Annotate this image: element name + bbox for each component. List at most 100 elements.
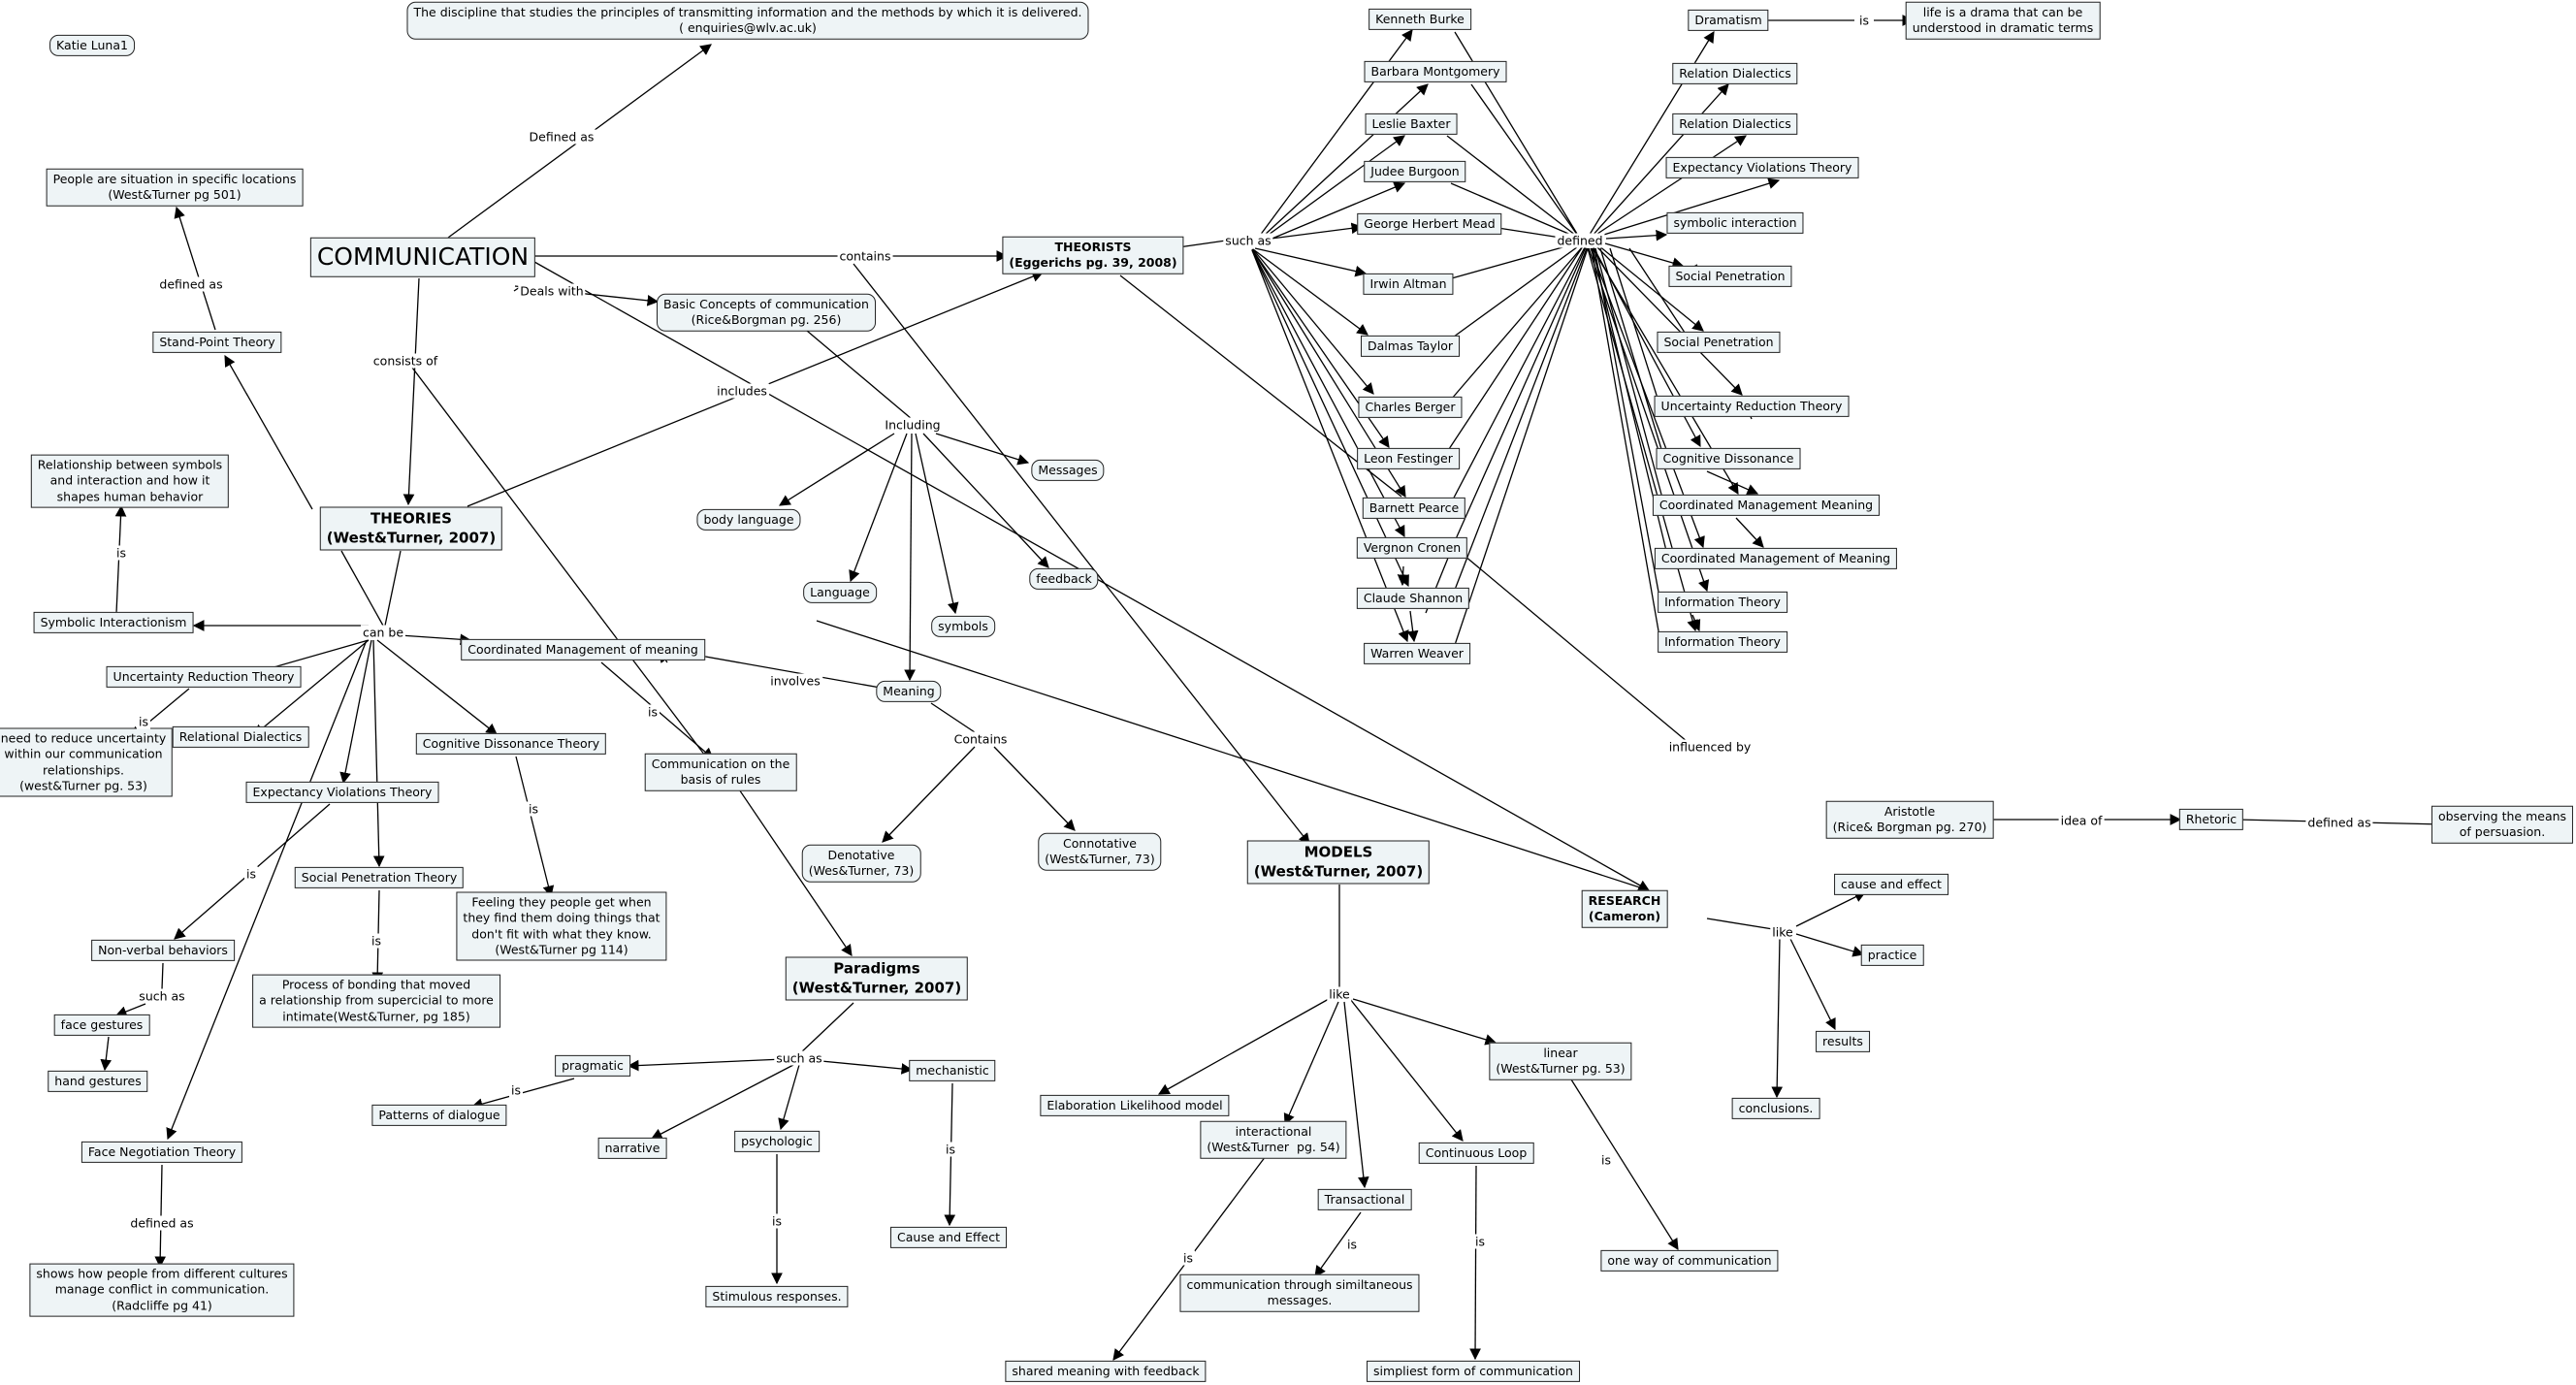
coordinated-management-node[interactable]: Coordinated Management of meaning (461, 638, 705, 661)
continuous-loop-node[interactable]: Continuous Loop (1418, 1142, 1534, 1165)
connector-line (779, 433, 895, 506)
denotative-node[interactable]: Denotative (Wes&Turner, 73) (801, 844, 921, 883)
theory-information-2[interactable]: Information Theory (1658, 630, 1787, 654)
persuasion-node[interactable]: observing the means of persuasion. (2431, 805, 2574, 844)
simplest-form-node[interactable]: simpliest form of communication (1367, 1360, 1580, 1383)
face-negotiation-node[interactable]: Face Negotiation Theory (80, 1141, 243, 1164)
bonding-node[interactable]: Process of bonding that moved a relation… (252, 974, 500, 1028)
theorist-pearce[interactable]: Barnett Pearce (1362, 497, 1466, 520)
theorist-shannon[interactable]: Claude Shannon (1356, 587, 1470, 610)
face-gestures-node[interactable]: face gestures (53, 1014, 150, 1037)
connector-line (384, 550, 402, 627)
practice-node[interactable]: practice (1860, 944, 1924, 967)
communication-rules-node[interactable]: Communication on the basis of rules (644, 753, 797, 791)
connector-line (1406, 610, 1419, 643)
theory-information-1[interactable]: Information Theory (1658, 591, 1787, 614)
link-label: Deals with (518, 283, 586, 299)
theorist-montgomery[interactable]: Barbara Montgomery (1364, 60, 1507, 83)
connotative-node[interactable]: Connotative (West&Turner, 73) (1038, 832, 1162, 871)
nonverbal-behaviors-node[interactable]: Non-verbal behaviors (91, 939, 235, 962)
theory-relation-dialectics-2[interactable]: Relation Dialectics (1672, 113, 1798, 136)
meaning-node[interactable]: Meaning (876, 680, 942, 703)
theory-social-penetration-1[interactable]: Social Penetration (1668, 265, 1792, 288)
connector-line (1314, 1211, 1362, 1277)
social-penetration-node[interactable]: Social Penetration Theory (294, 866, 465, 889)
hand-gestures-node[interactable]: hand gestures (48, 1070, 148, 1093)
theorist-festinger[interactable]: Leon Festinger (1357, 447, 1460, 470)
standpoint-theory-node[interactable]: Stand-Point Theory (152, 331, 282, 354)
connector-line (1735, 517, 1764, 548)
theory-relation-dialectics-1[interactable]: Relation Dialectics (1672, 62, 1798, 85)
linear-node[interactable]: linear (West&Turner pg. 53) (1489, 1042, 1632, 1080)
relational-dialectics-node[interactable]: Relational Dialectics (172, 725, 309, 749)
dramatism-definition[interactable]: life is a drama that can be understood i… (1905, 1, 2101, 40)
theorist-cronen[interactable]: Vergnon Cronen (1356, 536, 1468, 560)
transactional-node[interactable]: Transactional (1317, 1188, 1412, 1211)
theorist-mead[interactable]: George Herbert Mead (1357, 212, 1502, 236)
elaboration-likelihood-node[interactable]: Elaboration Likelihood model (1040, 1094, 1230, 1117)
theorist-weaver[interactable]: Warren Weaver (1364, 642, 1470, 665)
pragmatic-node[interactable]: pragmatic (555, 1054, 630, 1078)
messages-node[interactable]: Messages (1031, 459, 1105, 482)
theorist-altman[interactable]: Irwin Altman (1363, 273, 1454, 296)
narrative-node[interactable]: narrative (597, 1137, 667, 1160)
connector-line (993, 746, 1076, 831)
shows-how-node[interactable]: shows how people from different cultures… (29, 1263, 295, 1317)
basic-concepts-node[interactable]: Basic Concepts of communication (Rice&Bo… (657, 293, 876, 332)
need-reduce-uncertainty-node[interactable]: need to reduce uncertainty within our co… (0, 727, 174, 797)
feedback-node[interactable]: feedback (1029, 567, 1099, 591)
connector-line (915, 433, 959, 615)
psychologic-node[interactable]: psychologic (734, 1130, 820, 1153)
one-way-node[interactable]: one way of communication (1600, 1249, 1779, 1272)
theory-social-penetration-2[interactable]: Social Penetration (1657, 331, 1781, 354)
body-language-node[interactable]: body language (696, 508, 801, 531)
theorist-burgoon[interactable]: Judee Burgoon (1364, 160, 1466, 183)
connector-line (174, 206, 216, 331)
author-label[interactable]: Katie Luna1 (49, 34, 135, 57)
connector-line (1283, 1001, 1339, 1126)
feeling-node[interactable]: Feeling they people get when they find t… (456, 891, 667, 961)
paradigms-node[interactable]: Paradigms (West&Turner, 2007) (785, 956, 969, 1001)
cognitive-dissonance-node[interactable]: Cognitive Dissonance Theory (415, 732, 607, 756)
patterns-dialogue-node[interactable]: Patterns of dialogue (371, 1104, 507, 1127)
connector-line (650, 1064, 794, 1140)
symbols-node[interactable]: symbols (931, 615, 995, 638)
definition-node[interactable]: The discipline that studies the principl… (406, 1, 1089, 40)
relationship-symbols-node[interactable]: Relationship between symbols and interac… (30, 454, 230, 508)
stimulous-node[interactable]: Stimulous responses. (705, 1285, 849, 1308)
theory-cognitive-dissonance[interactable]: Cognitive Dissonance (1656, 447, 1801, 470)
theorist-baxter[interactable]: Leslie Baxter (1365, 113, 1458, 136)
connector-line (666, 649, 903, 692)
uncertainty-reduction-node[interactable]: Uncertainty Reduction Theory (106, 665, 302, 689)
rhetoric-node[interactable]: Rhetoric (2178, 808, 2244, 831)
cause-effect-node[interactable]: Cause and Effect (890, 1226, 1007, 1249)
link-label: is (770, 1213, 784, 1229)
mechanistic-node[interactable]: mechanistic (909, 1059, 996, 1082)
theory-cmm-2[interactable]: Coordinated Management of Meaning (1654, 547, 1898, 570)
communication-root-node[interactable]: COMMUNICATION (309, 237, 536, 277)
theorists-node[interactable]: THEORISTS (Eggerichs pg. 39, 2008) (1002, 236, 1184, 274)
results-node[interactable]: results (1816, 1030, 1870, 1053)
models-node[interactable]: MODELS (West&Turner, 2007) (1246, 840, 1431, 885)
conclusions-node[interactable]: conclusions. (1731, 1097, 1820, 1120)
theory-cmm-1[interactable]: Coordinated Management Meaning (1652, 494, 1881, 517)
theory-uncertainty-reduction[interactable]: Uncertainty Reduction Theory (1654, 395, 1850, 418)
simultaneous-node[interactable]: communication through similtaneous messa… (1179, 1273, 1420, 1312)
symbolic-interactionism-node[interactable]: Symbolic Interactionism (33, 611, 194, 634)
shared-meaning-node[interactable]: shared meaning with feedback (1005, 1360, 1207, 1383)
theories-node[interactable]: THEORIES (West&Turner, 2007) (319, 506, 503, 551)
aristotle-node[interactable]: Aristotle (Rice& Borgman pg. 270) (1825, 800, 1994, 839)
theory-symbolic-interaction[interactable]: symbolic interaction (1666, 211, 1804, 235)
research-cause-effect-node[interactable]: cause and effect (1834, 873, 1948, 896)
situation-node[interactable]: People are situation in specific locatio… (46, 168, 304, 207)
theorist-berger[interactable]: Charles Berger (1358, 396, 1463, 419)
theorist-taylor[interactable]: Dalmas Taylor (1361, 335, 1460, 358)
expectancy-violations-node[interactable]: Expectancy Violations Theory (245, 781, 439, 804)
language-node[interactable]: Language (803, 581, 877, 604)
theory-dramatism[interactable]: Dramatism (1688, 9, 1769, 32)
theory-expectancy-violations[interactable]: Expectancy Violations Theory (1665, 156, 1859, 179)
research-node[interactable]: RESEARCH (Cameron) (1581, 889, 1668, 928)
link-label: like (1770, 924, 1795, 940)
interactional-node[interactable]: interactional (West&Turner pg. 54) (1200, 1120, 1347, 1159)
theorist-burke[interactable]: Kenneth Burke (1368, 8, 1471, 31)
